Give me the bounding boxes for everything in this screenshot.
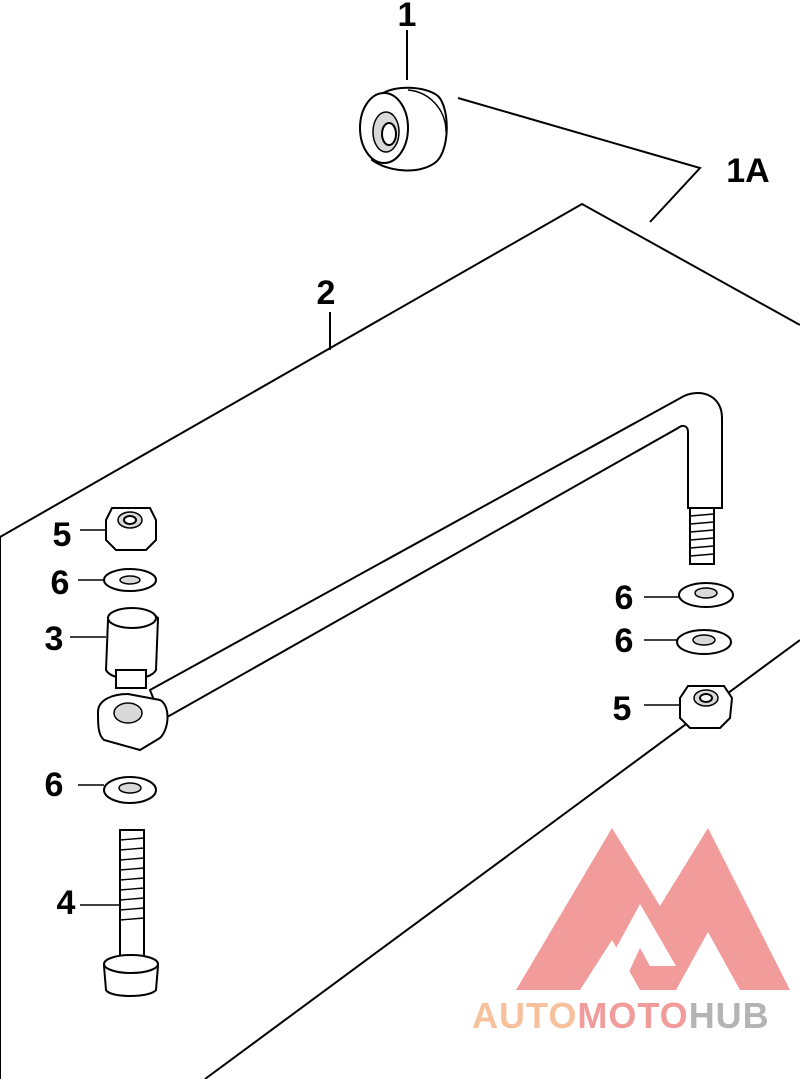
callout-3: 3 (45, 620, 64, 658)
callout-6-left-bottom: 6 (45, 766, 64, 804)
callout-4: 4 (57, 884, 76, 922)
callout-6-left-top: 6 (51, 564, 70, 602)
part-3-spacer (70, 607, 160, 689)
part-6-washer-left-top (78, 568, 157, 592)
part-1-bushing (359, 86, 448, 172)
part-4-bolt (80, 829, 160, 997)
part-5-nut-left (80, 507, 157, 551)
callout-1a: 1A (726, 152, 769, 190)
callout-5-right: 5 (613, 690, 632, 728)
callout-2: 2 (317, 274, 336, 312)
callout-6-right-top: 6 (615, 579, 634, 617)
part-2-link-rod (96, 312, 723, 752)
watermark-text: AUTOMOTOHUB (472, 995, 770, 1036)
leaders-1-1a (406, 30, 702, 223)
part-6-washer-right-bottom (644, 629, 732, 655)
watermark-logo: AUTOMOTOHUB (472, 828, 790, 1036)
callout-6-right-bottom: 6 (615, 622, 634, 660)
part-5-nut-right (644, 685, 734, 729)
callout-5-left: 5 (53, 516, 72, 554)
callout-1: 1 (398, 0, 417, 34)
part-6-washer-left-bottom (78, 776, 157, 804)
part-6-washer-right-top (644, 582, 734, 608)
